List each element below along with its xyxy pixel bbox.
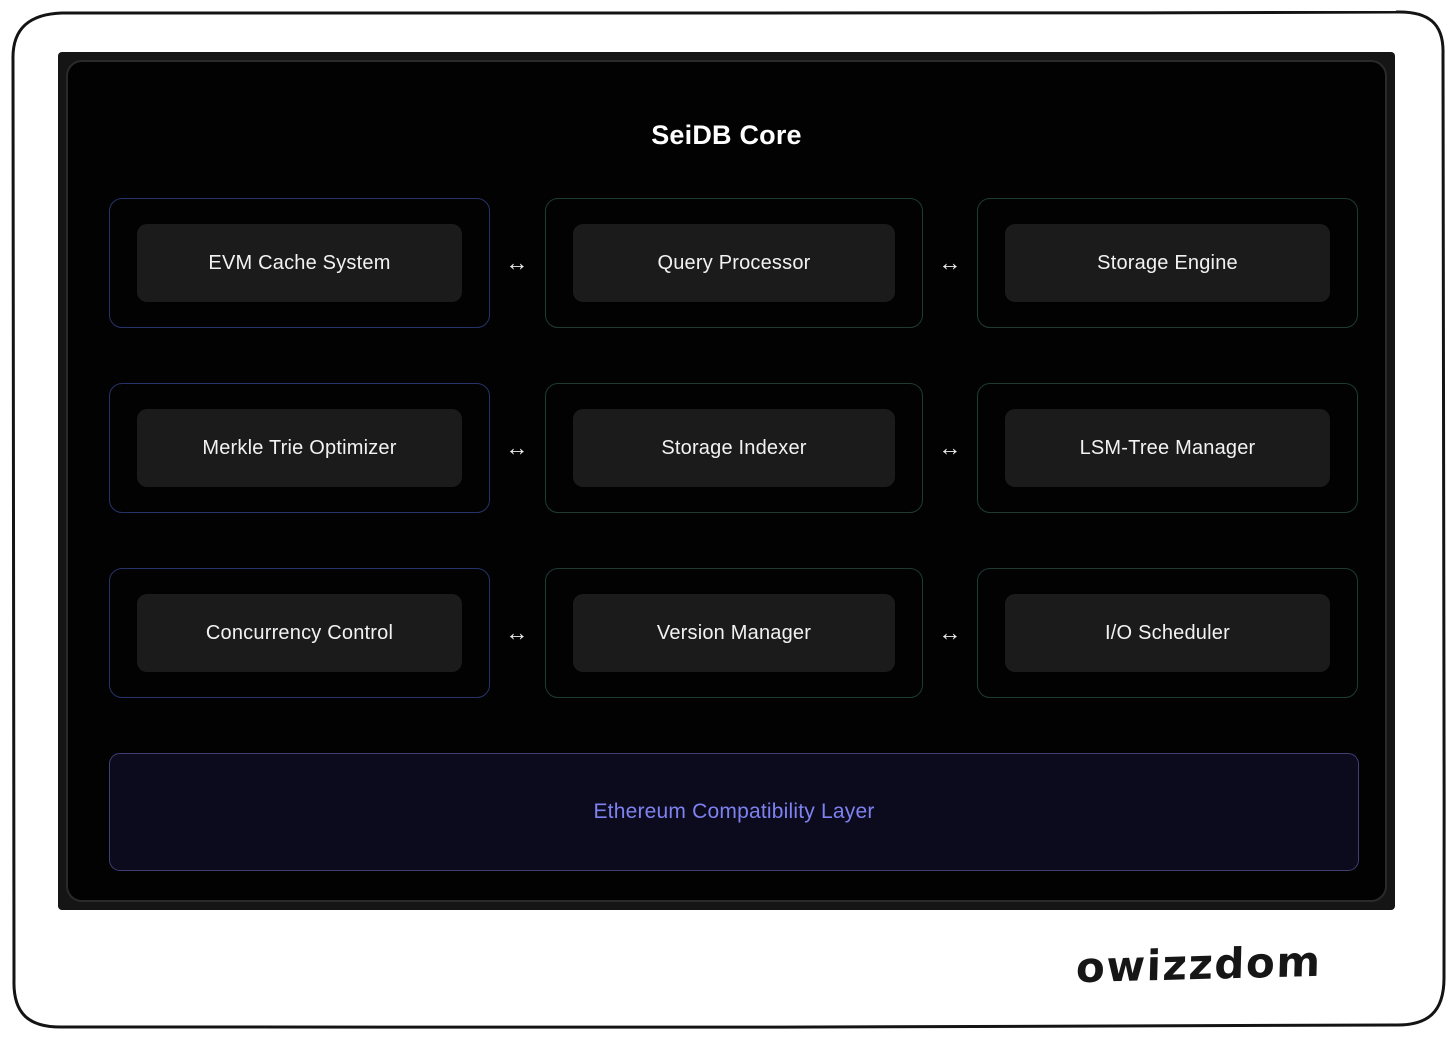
- watermark-signature: owizzdom: [1075, 936, 1323, 993]
- bidirectional-arrow-icon: ↔: [938, 434, 962, 461]
- module-label: LSM-Tree Manager: [1005, 409, 1330, 487]
- module-storage-indexer: Storage Indexer: [545, 383, 923, 513]
- bidirectional-arrow-icon: ↔: [938, 249, 962, 276]
- module-query-processor: Query Processor: [545, 198, 923, 328]
- bidirectional-arrow-icon: ↔: [505, 619, 529, 646]
- module-version-manager: Version Manager: [545, 568, 923, 698]
- module-label: Query Processor: [573, 224, 895, 302]
- module-merkle-trie-optimizer: Merkle Trie Optimizer: [109, 383, 490, 513]
- module-label: Concurrency Control: [137, 594, 462, 672]
- module-label: Merkle Trie Optimizer: [137, 409, 462, 487]
- bidirectional-arrow-icon: ↔: [938, 619, 962, 646]
- bidirectional-arrow-icon: ↔: [505, 434, 529, 461]
- module-label: EVM Cache System: [137, 224, 462, 302]
- module-lsm-tree-manager: LSM-Tree Manager: [977, 383, 1358, 513]
- diagram-panel-inner: SeiDB Core EVM Cache System ↔ Query Proc…: [66, 60, 1387, 902]
- diagram-title: SeiDB Core: [651, 120, 802, 150]
- module-label: Version Manager: [573, 594, 895, 672]
- module-evm-cache-system: EVM Cache System: [109, 198, 490, 328]
- bidirectional-arrow-icon: ↔: [505, 249, 529, 276]
- module-label: Storage Engine: [1005, 224, 1330, 302]
- ethereum-compatibility-layer: Ethereum Compatibility Layer: [109, 753, 1359, 871]
- module-storage-engine: Storage Engine: [977, 198, 1358, 328]
- module-label: Storage Indexer: [573, 409, 895, 487]
- module-io-scheduler: I/O Scheduler: [977, 568, 1358, 698]
- diagram-panel: SeiDB Core EVM Cache System ↔ Query Proc…: [58, 52, 1395, 910]
- module-concurrency-control: Concurrency Control: [109, 568, 490, 698]
- module-label: I/O Scheduler: [1005, 594, 1330, 672]
